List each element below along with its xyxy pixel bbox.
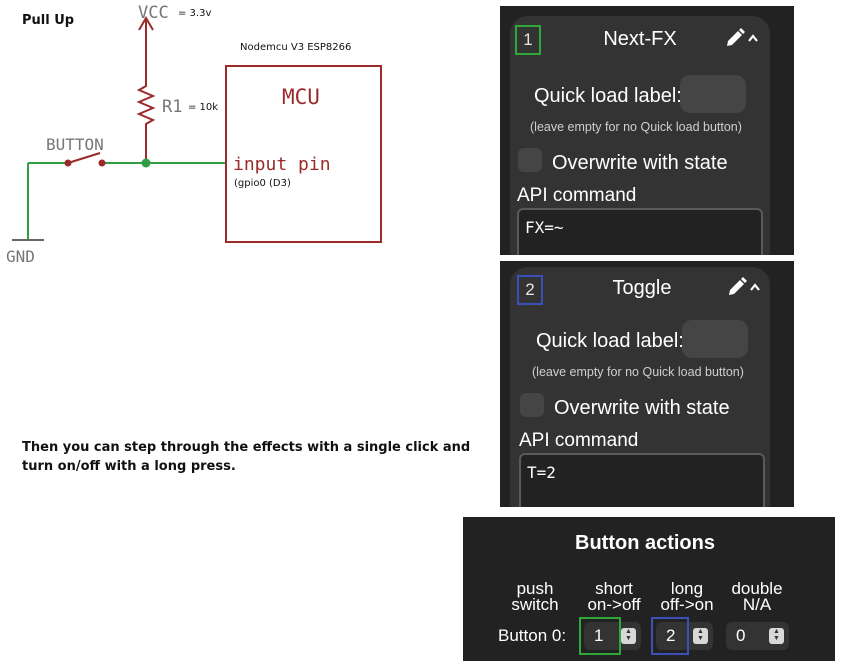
column-header-line: push [516, 579, 554, 598]
spinner-arrows-icon[interactable]: ▲▼ [621, 628, 636, 644]
gnd-label: GND [6, 247, 35, 266]
short-press-value: 1 [594, 626, 604, 645]
column-header-line: N/A [742, 595, 772, 614]
spinner-arrows-icon[interactable]: ▲▼ [769, 628, 784, 644]
api-command-label: API command [519, 430, 639, 451]
wiring [27, 162, 226, 240]
pencil-icon[interactable] [726, 276, 760, 298]
quick-load-label: Quick load label: [536, 330, 684, 352]
api-command-input[interactable]: FX=~ [517, 208, 763, 255]
preset-card-2: 2 Toggle Quick load label: (leave empty … [510, 267, 770, 507]
column-header-short: short on->off [579, 579, 649, 614]
quick-load-input[interactable] [680, 75, 746, 113]
button-switch-symbol [64, 152, 106, 167]
overwrite-label: Overwrite with state [554, 397, 730, 419]
column-header-line: off->on [660, 595, 714, 614]
resistor-symbol [136, 80, 156, 163]
chevron-up-icon [748, 34, 758, 42]
long-press-value: 2 [666, 626, 676, 645]
resistor-label: R1 [162, 97, 182, 117]
input-pin-note: (gpio0 (D3) [234, 178, 291, 189]
double-press-input[interactable]: 0 ▲▼ [726, 622, 789, 650]
vcc-value: = 3.3v [178, 8, 211, 19]
preset-number-badge: 2 [517, 275, 543, 305]
short-press-input[interactable]: 1 ▲▼ [584, 622, 641, 650]
spinner-arrows-icon[interactable]: ▲▼ [693, 628, 708, 644]
column-header-line: on->off [587, 595, 641, 614]
quick-load-label: Quick load label: [534, 85, 682, 107]
quick-load-hint: (leave empty for no Quick load button) [532, 365, 744, 379]
schematic-title: Pull Up [22, 13, 74, 28]
preset-title[interactable]: Toggle [612, 277, 672, 299]
junction-dot [141, 158, 151, 168]
button-actions-panel: Button actions push switch short on->off… [463, 517, 835, 661]
quick-load-hint: (leave empty for no Quick load button) [530, 120, 742, 134]
api-command-input[interactable]: T=2 [519, 453, 765, 507]
column-header-line: short [595, 579, 633, 598]
input-pin-label: input pin [233, 154, 331, 175]
chevron-up-icon [750, 283, 760, 291]
overwrite-checkbox[interactable] [520, 393, 544, 417]
column-header-long: long off->on [652, 579, 722, 614]
pencil-icon[interactable] [724, 27, 758, 49]
column-header-line: switch [511, 595, 559, 614]
preset-panel-1: 1 Next-FX Quick load label: (leave empty… [500, 6, 794, 255]
column-header-line: double [731, 579, 783, 598]
overwrite-label: Overwrite with state [552, 152, 728, 174]
button-actions-title: Button actions [575, 532, 715, 554]
preset-title[interactable]: Next-FX [603, 28, 677, 50]
button-row-label: Button 0: [498, 626, 567, 645]
mcu-label: MCU [282, 85, 320, 109]
quick-load-input[interactable] [682, 320, 748, 358]
resistor-value: = 10k [188, 102, 218, 113]
column-header-double: double N/A [725, 579, 789, 614]
vcc-label: VCC [138, 3, 169, 23]
mcu-box [225, 65, 382, 243]
description-text: Then you can step through the effects wi… [22, 440, 471, 474]
button-label: BUTTON [46, 135, 104, 154]
preset-number-badge: 1 [515, 25, 541, 55]
double-press-value: 0 [736, 626, 746, 645]
pull-up-schematic: Pull Up VCC = 3.3v R1 = 10k BUTTON GND N… [6, 3, 382, 266]
api-command-label: API command [517, 185, 637, 206]
column-header-line: long [670, 579, 704, 598]
column-header-push: push switch [505, 579, 565, 614]
vcc-arrow-icon [138, 16, 154, 80]
board-label: Nodemcu V3 ESP8266 [240, 42, 351, 53]
long-press-input[interactable]: 2 ▲▼ [656, 622, 713, 650]
preset-card-1: 1 Next-FX Quick load label: (leave empty… [510, 16, 770, 255]
overwrite-checkbox[interactable] [518, 148, 542, 172]
preset-panel-2: 2 Toggle Quick load label: (leave empty … [500, 261, 794, 507]
